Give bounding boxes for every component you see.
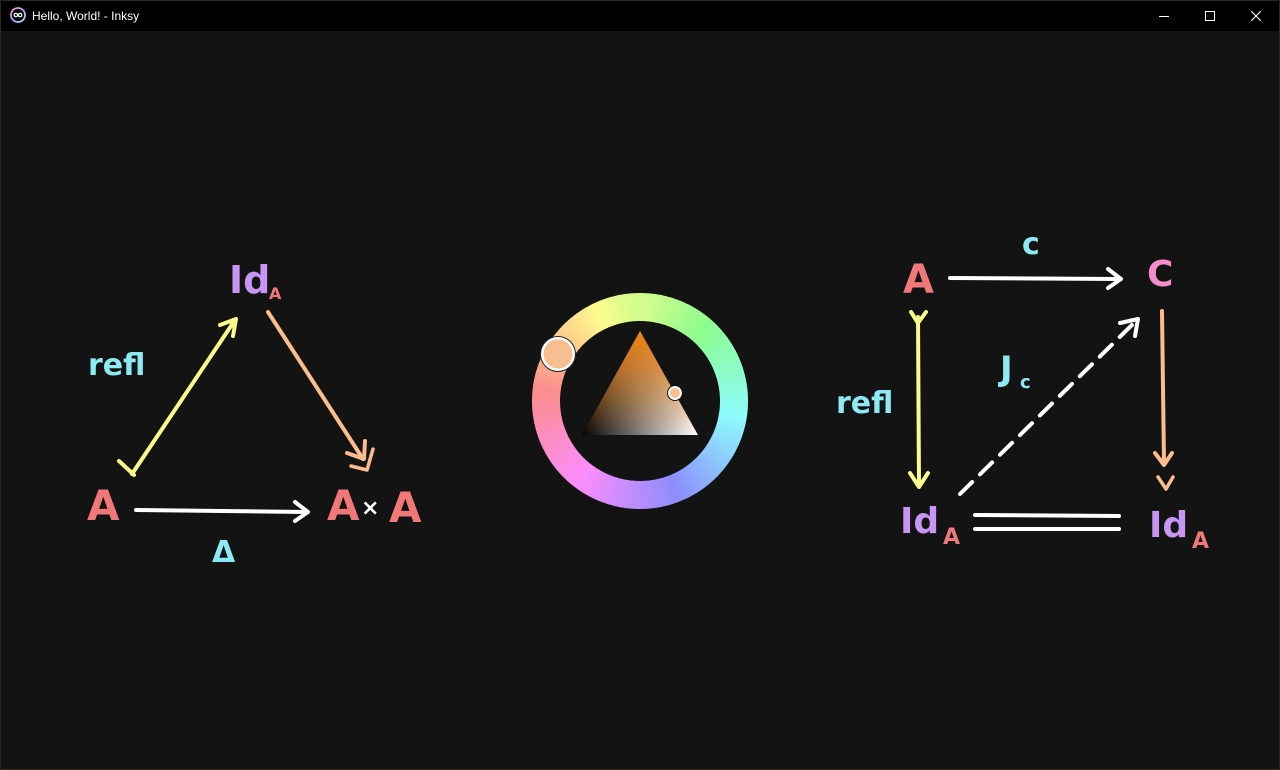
right-identity-left-sub[interactable]: A [943,525,960,550]
maximize-button[interactable] [1187,1,1233,31]
projection-arrow[interactable] [266,310,375,472]
hue-picker-handle-outline [540,336,576,372]
close-button[interactable] [1233,1,1279,31]
right-object-a[interactable]: A [903,257,934,303]
right-object-c[interactable]: C [1147,254,1173,295]
product-times[interactable]: × [361,496,379,521]
j-subscript[interactable]: c [1020,372,1031,393]
hue-ring[interactable] [531,292,749,510]
right-refl-arrow[interactable] [908,310,930,489]
window-title: Hello, World! - Inksy [32,9,140,23]
c-to-identity-arrow[interactable] [1153,309,1175,491]
product-right-a[interactable]: A [389,483,422,532]
hue-picker-handle[interactable] [540,336,576,372]
left-object-a[interactable]: A [87,481,120,530]
left-diagram[interactable]: A Id A refl A × A Δ [87,258,422,570]
canvas-drawing: A Id A refl A × A Δ [87,227,1209,570]
right-identity-right-sub[interactable]: A [1192,529,1209,554]
left-identity[interactable]: Id [229,258,270,302]
triangle-picker-handle[interactable] [668,386,682,400]
close-icon [1251,11,1261,21]
product-left-a[interactable]: A [327,481,360,530]
right-identity-right[interactable]: Id [1149,505,1188,546]
right-identity-left[interactable]: Id [900,501,939,542]
left-refl-label[interactable]: refl [88,348,145,383]
top-c-label[interactable]: c [1022,227,1040,262]
title-bar[interactable]: Hello, World! - Inksy [1,1,1279,31]
j-label[interactable]: J [998,349,1013,389]
maximize-icon [1205,11,1215,21]
refl-arrow[interactable] [117,317,238,477]
minimize-icon [1159,16,1169,17]
inksy-logo-icon [10,7,26,23]
diagonal-label[interactable]: Δ [212,535,236,570]
right-diagram[interactable]: A C c refl J c Id A Id A [836,227,1209,554]
left-identity-sub[interactable]: A [269,284,282,303]
drawing-canvas[interactable]: A Id A refl A × A Δ [1,31,1279,769]
equality-lines[interactable] [973,513,1121,531]
c-arrow[interactable] [948,267,1123,290]
triangle-picker-handle-outline [667,385,683,401]
j-dashed-arrow[interactable] [958,317,1140,496]
saturation-value-triangle[interactable] [582,331,698,435]
minimize-button[interactable] [1141,1,1187,31]
right-refl-label[interactable]: refl [836,386,893,421]
diagonal-arrow[interactable] [134,500,310,523]
color-picker[interactable] [531,292,749,510]
